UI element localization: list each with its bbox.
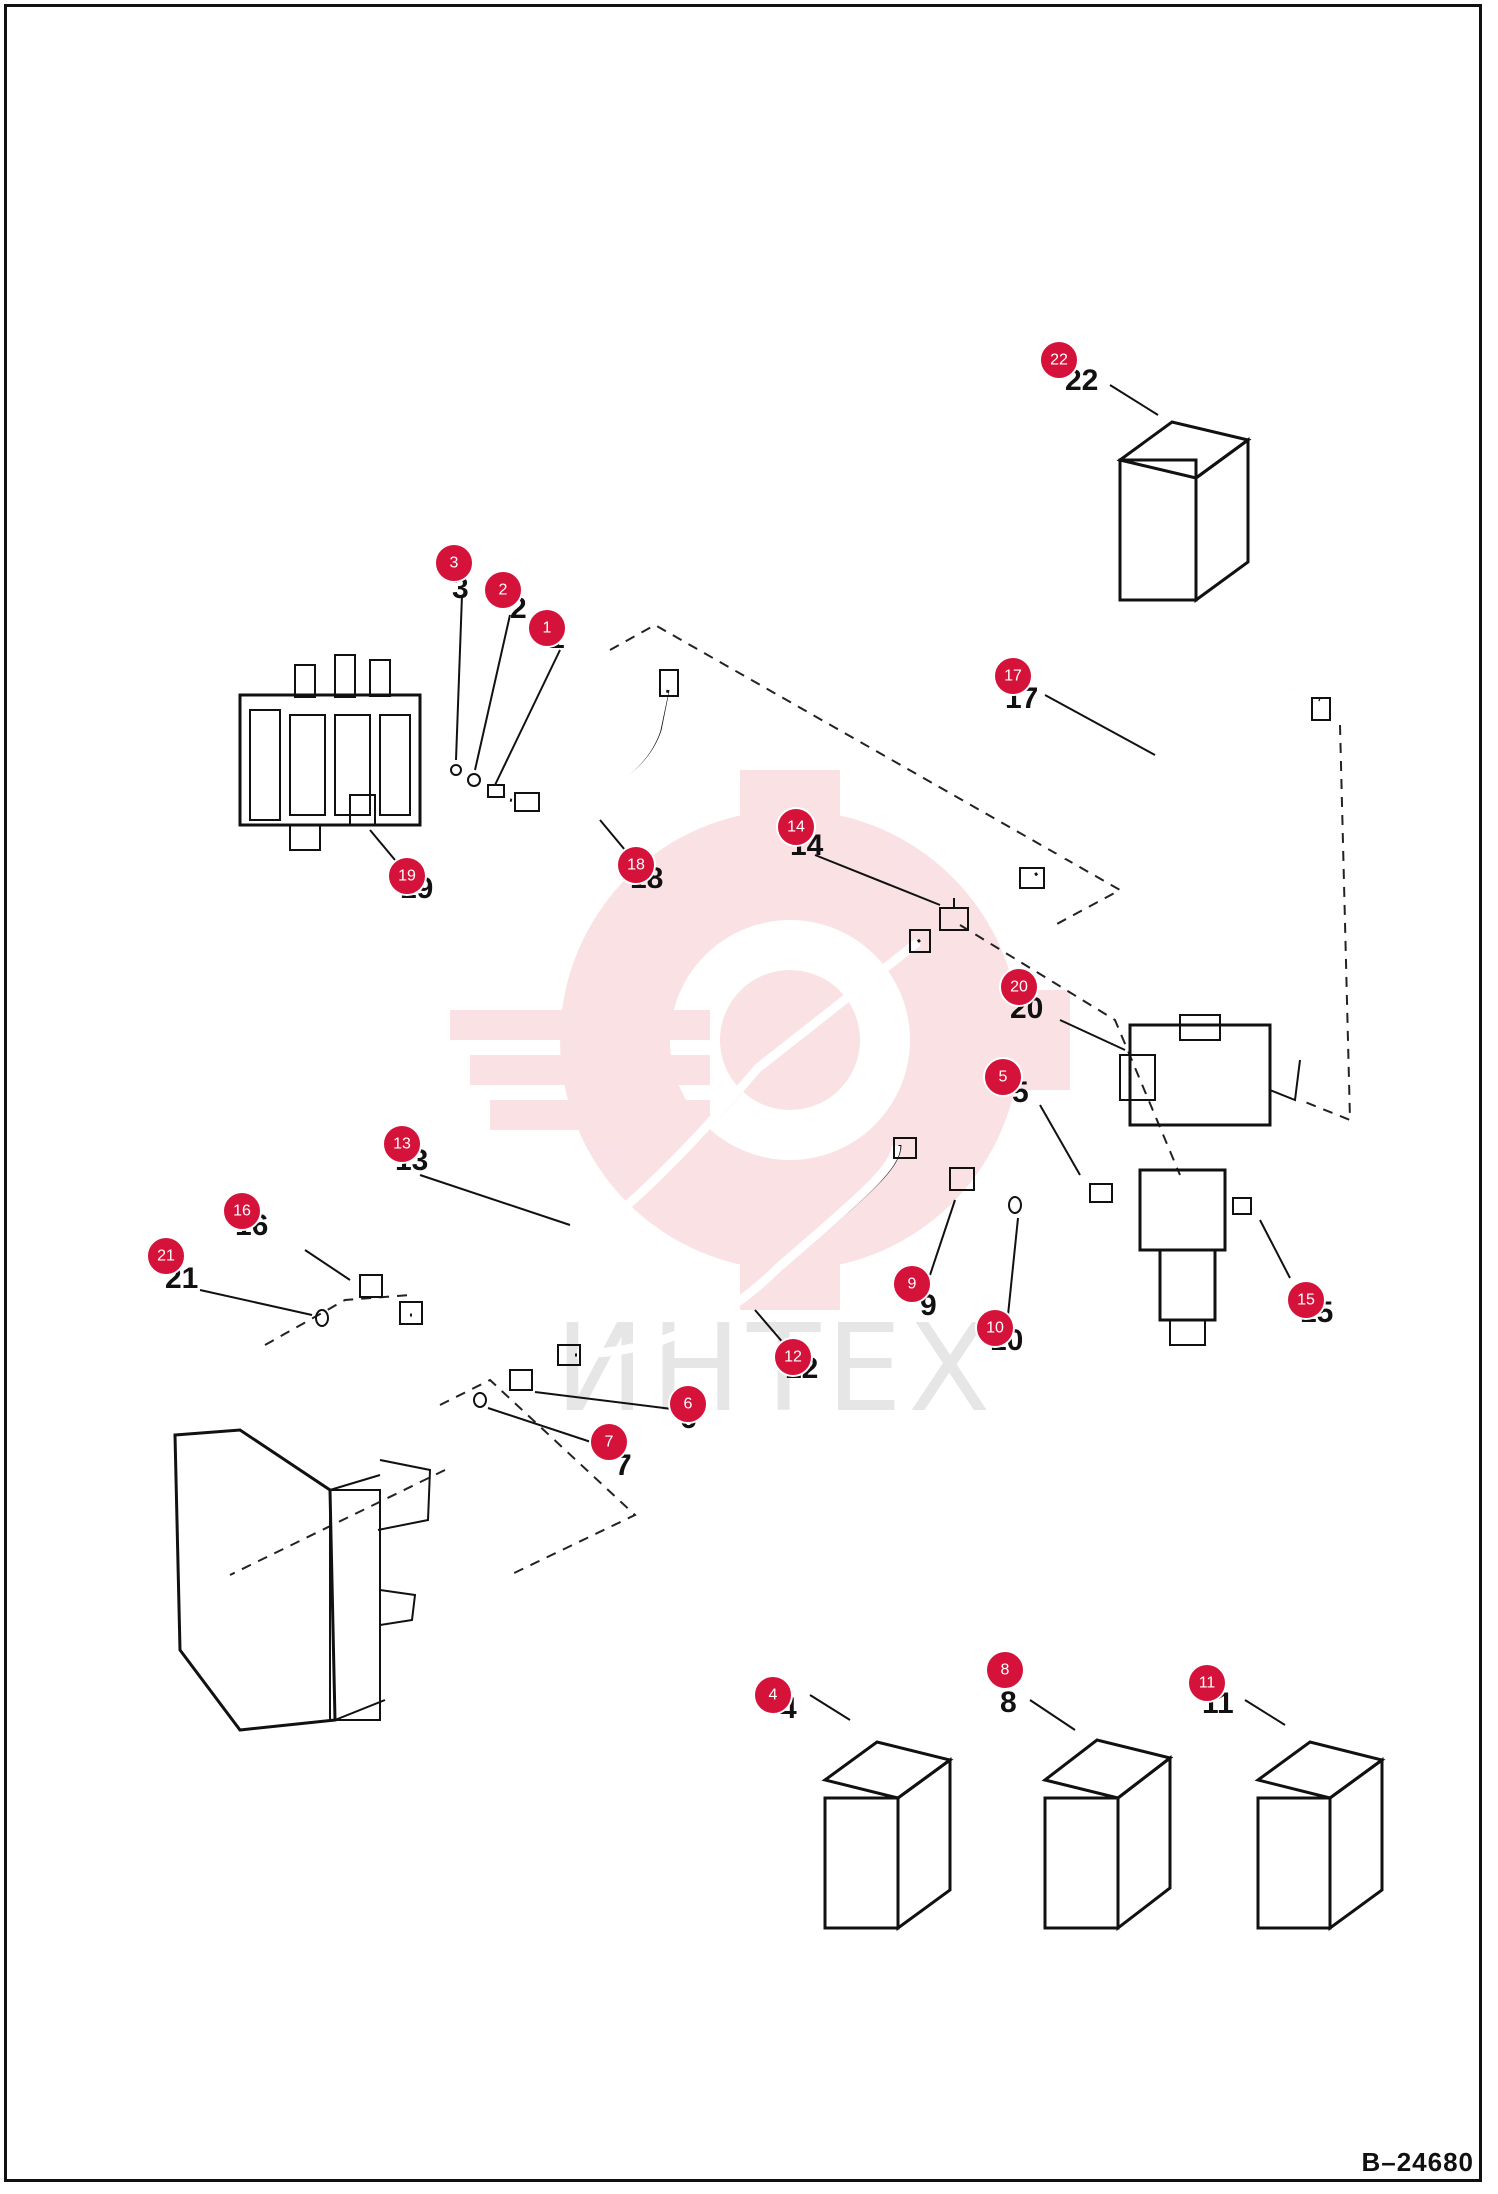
part-badge-3[interactable]: 3 <box>434 543 474 583</box>
svg-text:4: 4 <box>769 1687 778 1704</box>
part-badge-18[interactable]: 18 <box>616 845 656 885</box>
svg-text:16: 16 <box>233 1203 251 1220</box>
svg-text:17: 17 <box>1004 668 1022 685</box>
part-badge-4[interactable]: 4 <box>753 1675 793 1715</box>
watermark-logo <box>450 770 1070 1310</box>
svg-text:15: 15 <box>1297 1292 1315 1309</box>
svg-text:6: 6 <box>684 1396 693 1413</box>
hose-17 <box>1019 688 1331 889</box>
part-badge-8[interactable]: 8 <box>985 1650 1025 1690</box>
part-badge-2[interactable]: 2 <box>483 570 523 610</box>
part-badge-17[interactable]: 17 <box>993 656 1033 696</box>
part-badge-1[interactable]: 1 <box>527 608 567 648</box>
watermark-text: ИНТЕХ <box>555 1300 996 1439</box>
svg-text:22: 22 <box>1050 352 1068 369</box>
part-badge-13[interactable]: 13 <box>382 1124 422 1164</box>
hose-13 <box>399 929 931 1325</box>
svg-text:20: 20 <box>1010 979 1028 996</box>
svg-text:3: 3 <box>450 555 459 572</box>
manual-box-4 <box>821 1740 954 1931</box>
solenoid-valve-20 <box>1119 1014 1301 1127</box>
hose-12 <box>557 1137 917 1366</box>
svg-text:9: 9 <box>908 1276 917 1293</box>
svg-text:18: 18 <box>627 857 645 874</box>
part-badge-20[interactable]: 20 <box>999 967 1039 1007</box>
svg-text:10: 10 <box>986 1320 1004 1337</box>
part-badge-14[interactable]: 14 <box>776 807 816 847</box>
filter-assembly <box>1138 1168 1227 1346</box>
part-badge-7[interactable]: 7 <box>589 1422 629 1462</box>
svg-text:12: 12 <box>784 1349 802 1366</box>
manual-box-11 <box>1254 1740 1386 1931</box>
svg-text:5: 5 <box>999 1069 1008 1086</box>
label-8: 8 <box>1000 1686 1017 1719</box>
part-badge-16[interactable]: 16 <box>222 1191 262 1231</box>
part-badge-19[interactable]: 19 <box>387 856 427 896</box>
part-badge-11[interactable]: 11 <box>1187 1663 1227 1703</box>
svg-text:19: 19 <box>398 868 416 885</box>
svg-text:13: 13 <box>393 1136 411 1153</box>
svg-text:1: 1 <box>543 620 552 637</box>
part-badge-6[interactable]: 6 <box>668 1384 708 1424</box>
part-badge-22[interactable]: 22 <box>1039 340 1079 380</box>
manual-box-8 <box>1041 1738 1174 1932</box>
small-fittings <box>315 1167 1252 1408</box>
part-badge-9[interactable]: 9 <box>892 1264 932 1304</box>
part-badge-12[interactable]: 12 <box>773 1337 813 1377</box>
svg-text:21: 21 <box>157 1248 175 1265</box>
svg-text:7: 7 <box>605 1434 614 1451</box>
svg-text:14: 14 <box>787 819 805 836</box>
part-badge-10[interactable]: 10 <box>975 1308 1015 1348</box>
svg-text:8: 8 <box>1001 1662 1010 1679</box>
svg-text:2: 2 <box>499 582 508 599</box>
manual-box-22 <box>1116 420 1252 603</box>
part-badge-15[interactable]: 15 <box>1286 1280 1326 1320</box>
dashed-routing-lines <box>229 623 1352 1576</box>
hose-18 <box>509 669 679 812</box>
drawing-frame <box>4 4 1482 2182</box>
part-badge-5[interactable]: 5 <box>983 1057 1023 1097</box>
svg-text:11: 11 <box>1199 1675 1216 1692</box>
tee-fitting-14 <box>939 898 969 931</box>
part-badge-21[interactable]: 21 <box>146 1236 186 1276</box>
oil-cooler <box>173 1428 432 1732</box>
leader-lines <box>199 384 1291 1731</box>
control-valve-assembly <box>238 654 422 851</box>
drawing-number: B–24680 <box>1361 2147 1474 2177</box>
